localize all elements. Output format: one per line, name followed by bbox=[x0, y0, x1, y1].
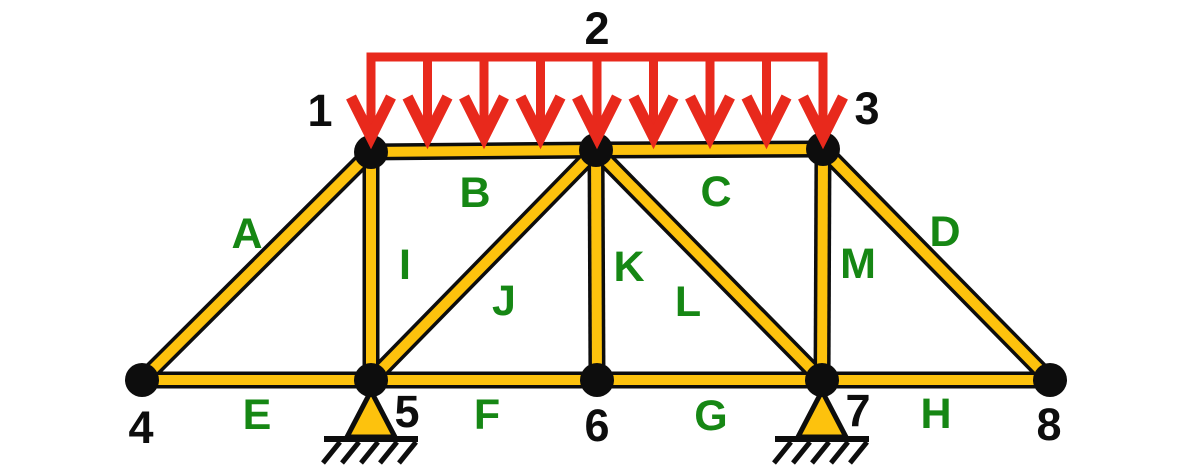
joint-node-1 bbox=[354, 135, 388, 169]
joint-node-4 bbox=[125, 363, 159, 397]
support-5-hatch-mark bbox=[321, 440, 342, 465]
load-arrow-head-icon bbox=[515, 94, 566, 150]
joint-node-2 bbox=[579, 133, 613, 167]
support-7-hatch-mark bbox=[810, 440, 831, 465]
node-label-3: 3 bbox=[854, 83, 879, 134]
member-label-D: D bbox=[929, 208, 960, 256]
member-label-K: K bbox=[613, 243, 644, 291]
member-label-C: C bbox=[700, 168, 731, 216]
load-arrow-head-icon bbox=[685, 94, 735, 150]
load-arrow-head-icon bbox=[628, 94, 679, 150]
support-7-pin-triangle-icon bbox=[793, 385, 851, 440]
member-label-J: J bbox=[492, 277, 516, 325]
member-M-fill bbox=[817, 148, 828, 381]
support-7-hatch-mark bbox=[829, 440, 850, 465]
member-label-G: G bbox=[694, 392, 727, 440]
load-arrow-head-icon bbox=[402, 94, 453, 150]
member-label-M: M bbox=[840, 240, 876, 288]
joint-node-7 bbox=[805, 363, 839, 397]
joint-node-5 bbox=[354, 363, 388, 397]
member-D-fill bbox=[819, 145, 1054, 384]
load-arrow-head-icon bbox=[346, 94, 396, 150]
support-5-hatch-mark bbox=[378, 440, 399, 465]
member-L-fill bbox=[592, 146, 826, 384]
load-arrow-head-icon bbox=[459, 94, 509, 150]
member-label-F: F bbox=[474, 391, 500, 439]
member-B-fill bbox=[370, 145, 597, 157]
support-5-hatch-mark bbox=[359, 440, 380, 465]
member-label-A: A bbox=[231, 210, 262, 258]
load-arrow-head-icon bbox=[572, 94, 622, 150]
member-label-H: H bbox=[920, 390, 951, 438]
joint-node-8 bbox=[1033, 363, 1067, 397]
support-7-hatch-mark bbox=[791, 440, 812, 465]
support-7-hatch-mark bbox=[848, 440, 869, 465]
support-5-pin-triangle-icon bbox=[342, 385, 400, 440]
support-7-hatch-mark bbox=[772, 440, 793, 465]
node-label-6: 6 bbox=[584, 400, 609, 451]
member-A-fill bbox=[138, 148, 375, 384]
member-label-B: B bbox=[459, 169, 490, 217]
node-label-7: 7 bbox=[845, 385, 870, 436]
member-J-fill bbox=[367, 146, 600, 384]
node-label-5: 5 bbox=[394, 386, 419, 437]
node-label-8: 8 bbox=[1036, 399, 1061, 450]
member-label-L: L bbox=[675, 278, 701, 326]
joint-node-6 bbox=[580, 363, 614, 397]
member-K-fill bbox=[591, 149, 602, 381]
load-arrow-head-icon bbox=[741, 94, 792, 150]
node-label-1: 1 bbox=[307, 85, 332, 136]
member-label-I: I bbox=[399, 241, 411, 289]
load-arrow-head-icon bbox=[798, 94, 848, 150]
node-label-2: 2 bbox=[584, 3, 609, 54]
support-5-hatch-mark bbox=[397, 440, 418, 465]
member-C-fill bbox=[595, 144, 824, 155]
member-label-E: E bbox=[243, 391, 272, 439]
support-5-hatch-mark bbox=[340, 440, 361, 465]
node-label-4: 4 bbox=[128, 402, 153, 453]
